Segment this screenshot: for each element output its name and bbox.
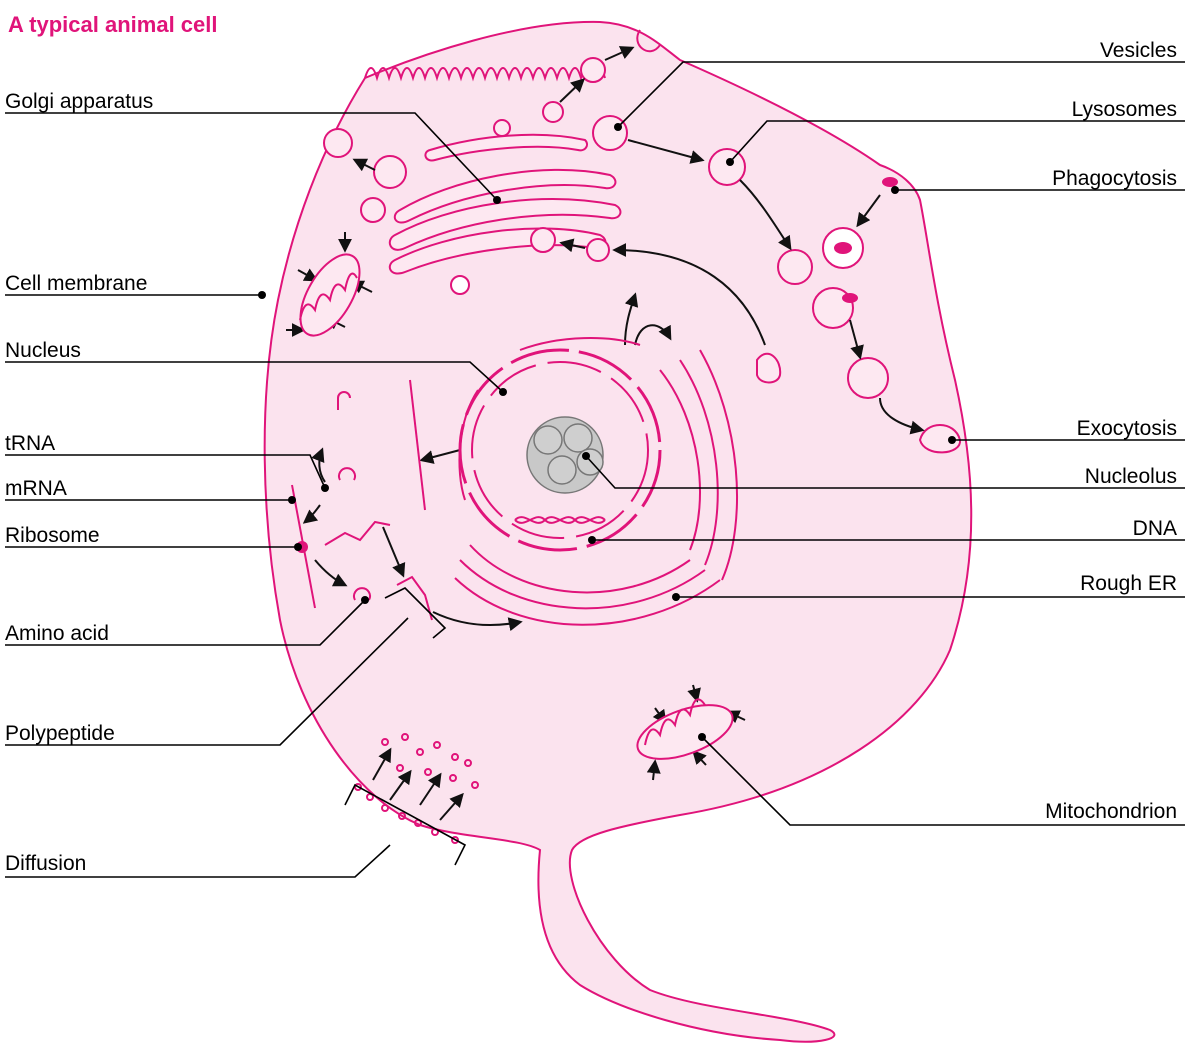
label-diffusion: Diffusion [5,852,86,875]
label-vesicles: Vesicles [1100,39,1177,62]
label-nucleus: Nucleus [5,339,81,362]
label-dna: DNA [1133,517,1177,540]
label-nucleolus: Nucleolus [1085,465,1177,488]
nucleolus [527,417,603,493]
label-trna: tRNA [5,432,55,455]
label-polypeptide: Polypeptide [5,722,115,745]
label-exocytosis: Exocytosis [1077,417,1177,440]
label-cell-membrane: Cell membrane [5,272,147,295]
diagram-title: A typical animal cell [8,12,218,37]
label-ribosome: Ribosome [5,524,100,547]
label-rough-er: Rough ER [1080,572,1177,595]
label-golgi-apparatus: Golgi apparatus [5,90,153,113]
label-amino-acid: Amino acid [5,622,109,645]
label-lysosomes: Lysosomes [1072,98,1177,121]
label-mrna: mRNA [5,477,67,500]
label-mitochondrion: Mitochondrion [1045,800,1177,823]
label-phagocytosis: Phagocytosis [1052,167,1177,190]
